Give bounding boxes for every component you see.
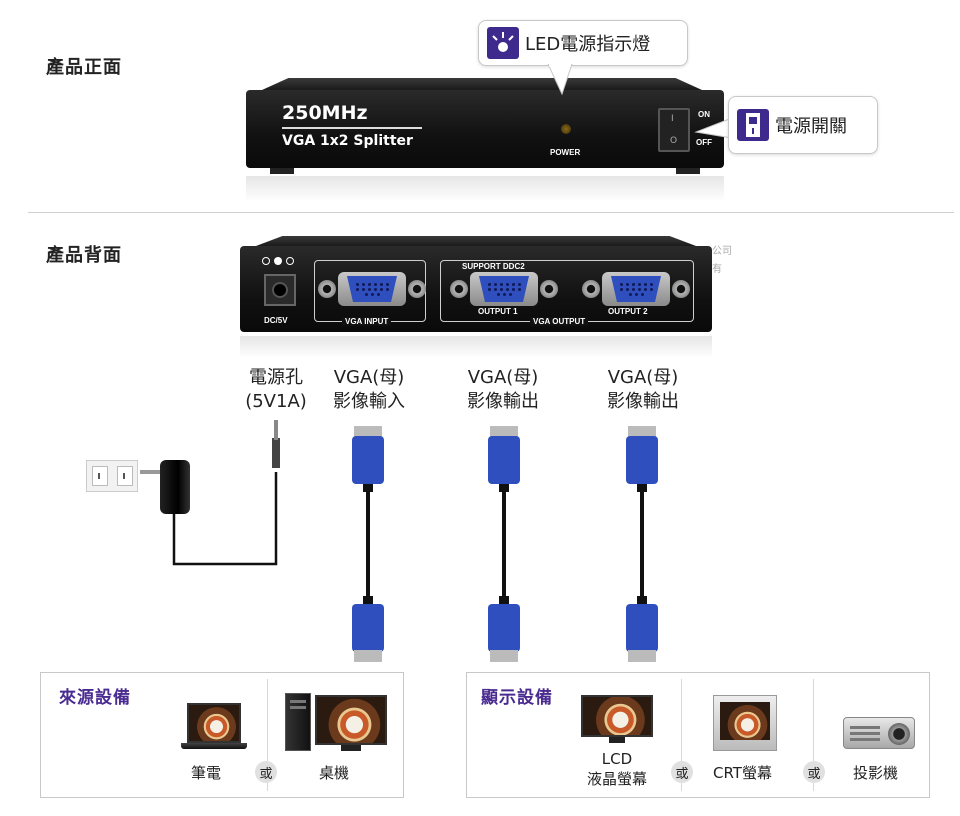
switch-on-symbol: I: [671, 114, 674, 124]
power-led: [561, 124, 571, 134]
desktop-monitor-icon: [315, 695, 387, 751]
front-device-top: [262, 78, 702, 90]
lcd-monitor-icon: [581, 695, 653, 743]
adapter-prong: [140, 470, 160, 474]
crt-monitor-icon: [713, 695, 777, 751]
back-section-title: 產品背面: [46, 245, 122, 266]
port-label-vga-output-2: VGA(母)影像輸出: [607, 367, 679, 412]
vga-output-1-port[interactable]: [450, 272, 558, 306]
source-or-badge: 或: [255, 761, 277, 783]
display-box-title: 顯示設備: [481, 688, 553, 708]
display-or-badge-2: 或: [803, 761, 825, 783]
source-box-separator: [267, 679, 268, 791]
vga-input-label: VGA INPUT: [342, 317, 392, 326]
switch-on-label: ON: [698, 110, 710, 119]
desktop-tower-icon: [285, 693, 311, 751]
power-cable: [172, 420, 280, 566]
vga-output-2-port[interactable]: [582, 272, 690, 306]
display-box-separator-1: [681, 679, 682, 791]
model-underline: [282, 127, 422, 129]
output-1-label: OUTPUT 1: [478, 307, 518, 316]
power-label: POWER: [550, 148, 581, 157]
source-devices-box: 來源設備 筆電 或 桌機: [40, 672, 404, 798]
screw-icon: [672, 280, 690, 298]
display-box-separator-2: [813, 679, 814, 791]
front-section-title: 產品正面: [46, 57, 122, 78]
back-device-body: DC/5V VGA INPUT SUPPORT DDC2 OUTPUT 1 OU…: [240, 246, 712, 332]
desktop-label: 桌機: [319, 764, 350, 782]
vga-cable-output-1: [488, 426, 520, 662]
screw-icon: [408, 280, 426, 298]
led-callout: LED電源指示燈: [478, 20, 688, 66]
laptop-label: 筆電: [191, 764, 222, 782]
dc-jack[interactable]: [264, 274, 296, 306]
front-device-body: 250MHz VGA 1x2 Splitter POWER I O ON OFF: [246, 90, 724, 168]
wall-outlet-icon: [86, 460, 138, 492]
port-label-vga-input: VGA(母)影像輸入: [333, 367, 405, 412]
port-label-vga-output-1: VGA(母)影像輸出: [467, 367, 539, 412]
back-device-reflection: [240, 336, 712, 358]
screw-icon: [318, 280, 336, 298]
front-device-feet: [270, 168, 700, 174]
display-or-badge-1: 或: [671, 761, 693, 783]
port-label-dc: 電源孔(5V1A): [245, 367, 307, 412]
screw-icon: [450, 280, 468, 298]
laptop-icon: [181, 703, 247, 751]
output-2-label: OUTPUT 2: [608, 307, 648, 316]
screw-icon: [582, 280, 600, 298]
projector-icon: [843, 717, 915, 749]
back-device-top: [256, 236, 696, 246]
dc-label: DC/5V: [264, 316, 288, 325]
vga-input-port[interactable]: [318, 272, 426, 306]
power-adapter-icon: [160, 460, 190, 514]
watermark-1: 公司: [712, 246, 732, 257]
screw-icon: [540, 280, 558, 298]
model-name: VGA 1x2 Splitter: [282, 133, 413, 149]
projector-label: 投影機: [853, 764, 899, 782]
vga-cable-output-2: [626, 426, 658, 662]
power-switch-icon: [737, 109, 769, 141]
switch-callout: 電源開關: [728, 96, 878, 154]
support-label: SUPPORT DDC2: [462, 262, 525, 271]
crt-label: CRT螢幕: [713, 764, 772, 782]
switch-off-label: OFF: [696, 138, 712, 147]
dc-polarity-icon: [262, 256, 294, 266]
model-speed: 250MHz: [282, 102, 368, 124]
watermark-2: 有: [712, 264, 722, 275]
led-callout-pointer: [547, 64, 573, 96]
front-device-reflection: [246, 176, 724, 202]
vga-cable-input: [352, 426, 384, 662]
switch-off-symbol: O: [670, 136, 678, 146]
led-bulb-icon: [487, 27, 519, 59]
section-divider: [28, 212, 954, 213]
led-callout-text: LED電源指示燈: [525, 34, 651, 55]
vga-output-label: VGA OUTPUT: [530, 317, 589, 326]
switch-callout-text: 電源開關: [775, 116, 847, 137]
power-switch[interactable]: I O: [658, 108, 690, 152]
source-box-title: 來源設備: [59, 688, 131, 708]
